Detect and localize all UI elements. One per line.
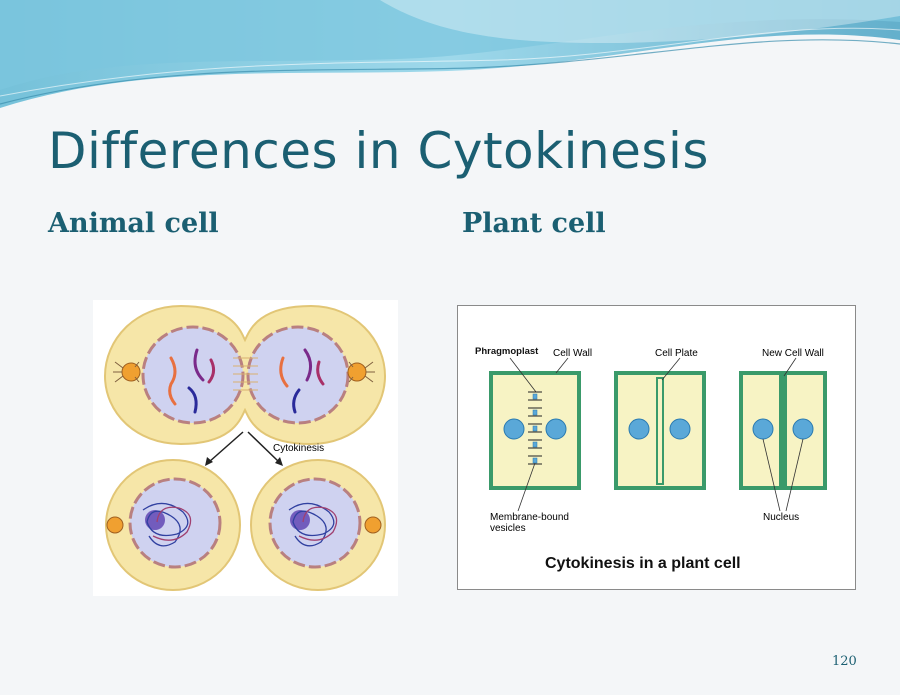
vesicles-label: vesicles [490, 523, 526, 534]
page-number: 120 [832, 654, 857, 669]
nucleus-label: Nucleus [763, 512, 799, 523]
plant-cell-cell-plate-stage [614, 371, 706, 490]
cell-wall-label: Cell Wall [553, 348, 592, 359]
dividing-animal-cell [103, 304, 387, 446]
header-wave-decoration [0, 0, 900, 108]
centrosome-left-icon [113, 361, 141, 383]
daughter-animal-cell-left [105, 459, 241, 591]
plant-cell-new-wall-stage [739, 371, 827, 490]
plant-cell-cytokinesis-diagram: Phragmoplast Cell Wall Cell Plate New Ce… [457, 305, 856, 590]
animal-cell-heading: Animal cell [48, 208, 219, 239]
daughter-animal-cell-right [250, 459, 386, 591]
new-cell-wall-label: New Cell Wall [762, 348, 824, 359]
cytokinesis-label: Cytokinesis [273, 443, 324, 454]
centrosome-right-icon [347, 361, 375, 383]
slide-title: Differences in Cytokinesis [48, 122, 709, 180]
phragmoplast-label: Phragmoplast [475, 346, 539, 357]
animal-cell-cytokinesis-diagram: Cytokinesis [93, 300, 398, 596]
membrane-bound-label: Membrane-bound [490, 512, 569, 523]
cell-plate-label: Cell Plate [655, 348, 698, 359]
plant-cell-heading: Plant cell [462, 208, 606, 239]
plant-cell-phragmoplast-stage [489, 371, 581, 490]
division-arrows [205, 431, 283, 466]
plant-diagram-caption: Cytokinesis in a plant cell [545, 555, 741, 572]
